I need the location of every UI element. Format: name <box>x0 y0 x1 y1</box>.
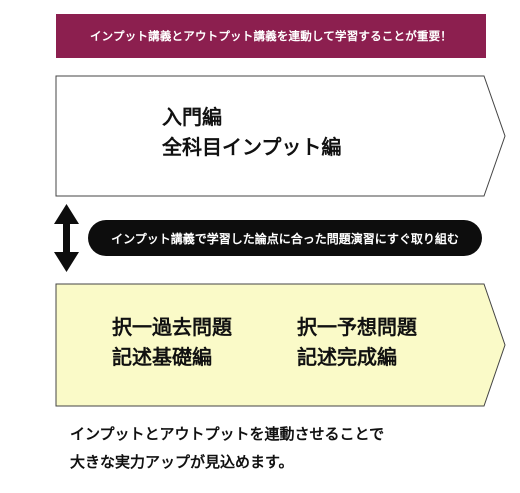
output-box-right-text: 択一予想問題 記述完成編 <box>297 312 417 372</box>
double-arrow-icon <box>54 204 79 272</box>
output-right-line1: 択一予想問題 <box>297 315 417 339</box>
input-box-text: 入門編 全科目インプット編 <box>162 102 341 162</box>
output-box-shape <box>55 283 506 407</box>
output-left-line2: 記述基礎編 <box>112 345 212 369</box>
output-box-left-text: 択一過去問題 記述基礎編 <box>112 312 232 372</box>
caption-line1: インプットとアウトプットを連動させることで <box>70 425 385 443</box>
header-banner: インプット講義とアウトプット講義を連動して学習することが重要！ <box>56 14 486 58</box>
input-box-shape <box>55 75 506 197</box>
caption: インプットとアウトプットを連動させることで 大きな実力アップが見込めます。 <box>70 420 384 476</box>
output-right-line2: 記述完成編 <box>297 345 397 369</box>
input-box-line2: 全科目インプット編 <box>162 135 342 159</box>
connector-pill: インプット講義で学習した論点に合った問題演習にすぐ取り組む <box>88 220 482 256</box>
caption-line2: 大きな実力アップが見込めます。 <box>70 453 294 471</box>
connector-text: インプット講義で学習した論点に合った問題演習にすぐ取り組む <box>111 231 459 246</box>
input-box-line1: 入門編 <box>162 105 222 129</box>
output-left-line1: 択一過去問題 <box>112 315 232 339</box>
banner-text: インプット講義とアウトプット講義を連動して学習することが重要！ <box>89 29 452 43</box>
